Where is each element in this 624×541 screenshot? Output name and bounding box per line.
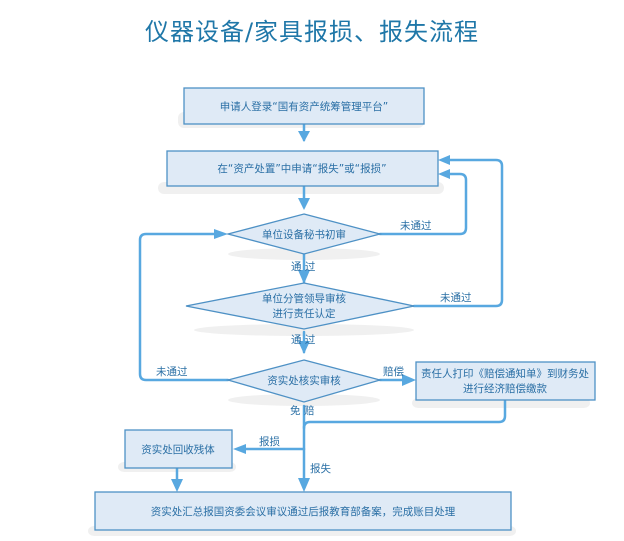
node-login: 申请人登录“国有资产统筹管理平台” xyxy=(183,87,425,125)
node-review3: 资实处核实审核 xyxy=(225,359,383,403)
arrow-icon xyxy=(171,479,183,492)
node-final-text: 资实处汇总报国资委会议审议通过后报教育部备案，完成账目处理 xyxy=(151,505,456,518)
arrow-icon xyxy=(438,169,450,179)
arrowheads xyxy=(171,131,450,492)
node-recycle: 资实处回收残体 xyxy=(124,429,233,469)
node-review3-text: 资实处核实审核 xyxy=(267,374,341,387)
node-review1-text: 单位设备秘书初审 xyxy=(262,228,346,241)
label-review2-fail: 未通过 xyxy=(440,291,472,304)
node-review2-text-1: 单位分管领导审核 xyxy=(262,292,346,305)
node-review2: 单位分管领导审核 进行责任认定 xyxy=(185,282,415,330)
arrow-icon xyxy=(214,229,228,239)
label-review3-exempt: 免 赔 xyxy=(290,404,315,417)
arrow-icon xyxy=(298,270,310,284)
arrow-icon xyxy=(233,444,246,454)
arrow-icon xyxy=(438,155,450,165)
node-apply: 在“资产处置”中申请“报失”或“报损” xyxy=(166,150,439,187)
node-review1: 单位设备秘书初审 xyxy=(225,213,383,255)
arrow-icon xyxy=(402,374,416,386)
label-review1-pass: 通 过 xyxy=(291,260,316,273)
label-lost: 报失 xyxy=(310,462,331,475)
node-compensate: 责任人打印《赔偿通知单》到财务处 进行经济赔偿缴款 xyxy=(415,361,596,401)
node-apply-text: 在“资产处置”中申请“报失”或“报损” xyxy=(217,162,386,175)
label-review3-fail: 未通过 xyxy=(156,365,188,378)
node-final: 资实处汇总报国资委会议审议通过后报教育部备案，完成账目处理 xyxy=(94,491,512,531)
node-compensate-text-2: 进行经济赔偿缴款 xyxy=(463,382,547,395)
edge-review1-fail xyxy=(378,172,468,236)
label-damaged: 报损 xyxy=(259,435,280,448)
arrow-icon xyxy=(298,131,310,142)
node-review2-text-2: 进行责任认定 xyxy=(273,307,336,320)
edge-review3-fail xyxy=(138,232,230,382)
connectors xyxy=(138,121,507,486)
edge-compensate-merge xyxy=(302,399,507,430)
label-review3-compensate: 赔偿 xyxy=(383,365,404,378)
label-review1-fail: 未通过 xyxy=(400,219,432,232)
arrow-icon xyxy=(298,478,310,492)
label-review2-pass: 通 过 xyxy=(291,333,316,346)
page-title: 仪器设备/家具报损、报失流程 xyxy=(144,18,480,46)
edge-review2-fail xyxy=(412,158,504,308)
node-compensate-text-1: 责任人打印《赔偿通知单》到财务处 xyxy=(421,367,589,380)
node-recycle-text: 资实处回收残体 xyxy=(141,443,215,456)
node-login-text: 申请人登录“国有资产统筹管理平台” xyxy=(220,100,388,113)
arrow-icon xyxy=(298,198,310,210)
arrow-icon xyxy=(298,341,310,354)
